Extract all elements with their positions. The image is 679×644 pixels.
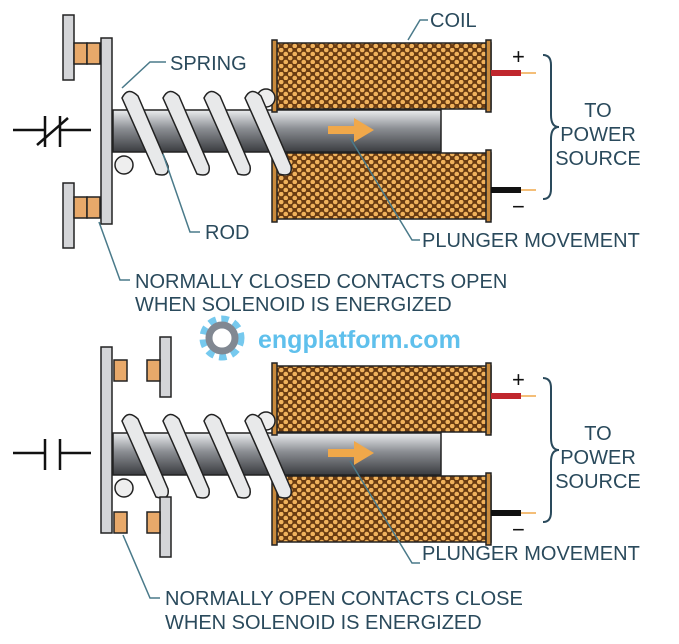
- symbol-slash: [36, 117, 69, 146]
- spring-coil: [244, 413, 292, 499]
- plunger-leader: [349, 460, 420, 564]
- negative-wire: [491, 510, 521, 516]
- spring-end-coil: [114, 478, 134, 498]
- plunger-label-top: PLUNGER MOVEMENT: [422, 230, 640, 252]
- rod-label: ROD: [205, 222, 249, 244]
- fixed-contact: [146, 511, 161, 534]
- power-label-bottom-3: SOURCE: [555, 471, 641, 493]
- power-label-top-1: TO: [584, 100, 611, 122]
- spring-label: SPRING: [170, 53, 247, 75]
- rod-leader: [162, 153, 200, 233]
- plunger-arrow: [328, 118, 374, 142]
- positive-wire: [491, 393, 521, 399]
- power-brace: [542, 54, 560, 200]
- fixed-contact-plate: [159, 336, 172, 398]
- movable-contact-bar: [100, 37, 113, 225]
- coil-leader: [407, 19, 428, 41]
- spring-coil: [162, 90, 210, 176]
- nc-caption-2: WHEN SOLENOID IS ENERGIZED: [135, 294, 452, 316]
- coil-flange-left: [271, 362, 278, 436]
- coil-label: COIL: [430, 10, 477, 32]
- spring-end-coil: [114, 155, 134, 175]
- fixed-contact: [73, 196, 88, 219]
- power-label-top-3: SOURCE: [555, 148, 641, 170]
- spring-leader: [121, 61, 166, 89]
- coil-flange-right: [485, 149, 492, 223]
- power-brace: [542, 377, 560, 523]
- minus-sign-top: −: [512, 194, 525, 219]
- fixed-contact: [73, 42, 88, 65]
- moving-contact: [113, 359, 128, 382]
- spring-coil: [203, 413, 251, 499]
- negative-wire: [491, 187, 521, 193]
- coil-flange-right: [485, 362, 492, 436]
- spring-coil: [121, 90, 169, 176]
- fixed-contact: [146, 359, 161, 382]
- plus-sign-top: +: [512, 44, 525, 69]
- fixed-contact-plate: [62, 14, 75, 81]
- gear-icon: [199, 315, 245, 361]
- fixed-contact-plate: [159, 496, 172, 558]
- plunger-label-bottom: PLUNGER MOVEMENT: [422, 543, 640, 565]
- coil-winding: [272, 475, 492, 543]
- coil-winding: [272, 152, 492, 220]
- coil-winding: [272, 365, 492, 433]
- no-caption-2: WHEN SOLENOID IS ENERGIZED: [165, 612, 482, 634]
- coil-flange-right: [485, 472, 492, 546]
- minus-sign-bottom: −: [512, 517, 525, 542]
- top-panel-de-energized: [13, 14, 560, 281]
- contacts-leader: [122, 534, 160, 599]
- power-label-top-2: POWER: [560, 124, 636, 146]
- moving-contact: [113, 511, 128, 534]
- movable-contact-bar: [100, 346, 113, 534]
- plus-sign-bottom: +: [512, 367, 525, 392]
- plunger-arrow: [328, 441, 374, 465]
- positive-wire: [491, 70, 521, 76]
- power-label-bottom-2: POWER: [560, 447, 636, 469]
- plunger-leader: [349, 137, 420, 241]
- coil-winding: [272, 42, 492, 110]
- fixed-contact-plate: [62, 182, 75, 249]
- power-label-bottom-1: TO: [584, 423, 611, 445]
- spring-coil: [162, 413, 210, 499]
- coil-flange-left: [271, 39, 278, 113]
- moving-contact: [86, 42, 101, 65]
- coil-flange-right: [485, 39, 492, 113]
- no-caption-1: NORMALLY OPEN CONTACTS CLOSE: [165, 588, 523, 610]
- spring-coil: [244, 90, 292, 176]
- spring-coil: [203, 90, 251, 176]
- moving-contact: [86, 196, 101, 219]
- watermark: engplatform.com: [258, 326, 461, 354]
- contacts-leader: [98, 221, 130, 281]
- bottom-panel-de-energized: [13, 336, 560, 599]
- nc-caption-1: NORMALLY CLOSED CONTACTS OPEN: [135, 271, 507, 293]
